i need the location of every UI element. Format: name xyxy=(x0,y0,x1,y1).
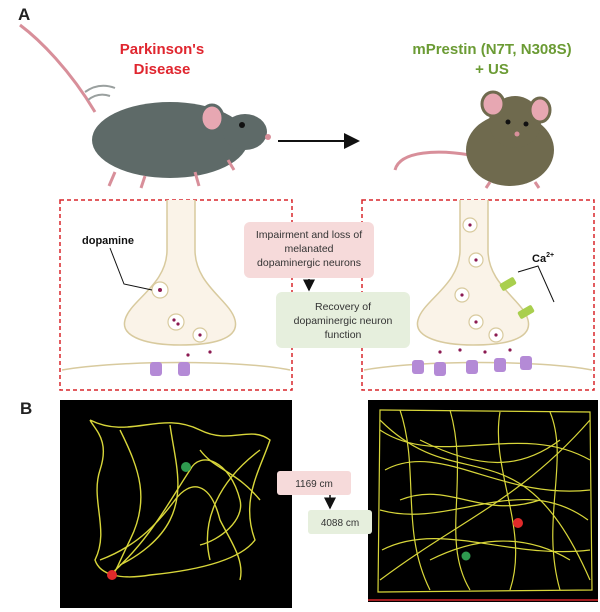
right-track-panel xyxy=(368,400,598,602)
left-condition-line1: Parkinson's xyxy=(120,41,204,58)
right-condition-line2: + US xyxy=(475,61,509,78)
right-distance-value: 4088 cm xyxy=(321,518,359,529)
impairment-line2: melanated xyxy=(284,243,333,255)
calcium-label: Ca2+ xyxy=(532,252,554,265)
dopamine-pointer xyxy=(109,247,153,291)
dopamine-label: dopamine xyxy=(82,235,134,247)
left-start-marker xyxy=(181,462,191,472)
right-start-marker xyxy=(461,551,471,561)
impairment-line3: dopaminergic neurons xyxy=(257,257,361,269)
panel-a-label: A xyxy=(18,5,30,24)
right-condition-line1: mPrestin (N7T, N308S) xyxy=(412,41,571,58)
recovery-line1: Recovery of xyxy=(315,301,371,313)
left-distance-box xyxy=(277,471,351,495)
recovery-line3: function xyxy=(325,329,362,341)
right-synapse-diagram xyxy=(363,200,593,376)
mouse-treated-icon xyxy=(393,90,554,189)
mouse-parkinsons-icon xyxy=(19,23,271,189)
left-locomotion-track xyxy=(89,419,271,581)
right-end-marker xyxy=(513,518,523,528)
panel-b-label: B xyxy=(20,399,32,418)
right-locomotion-track xyxy=(377,409,593,593)
left-condition-line2: Disease xyxy=(134,61,191,78)
recovery-box xyxy=(276,292,410,348)
left-end-marker xyxy=(107,570,117,580)
impairment-line1: Impairment and loss of xyxy=(256,229,362,241)
recovery-line2: dopaminergic neuron xyxy=(294,315,393,327)
left-distance-value: 1169 cm xyxy=(295,479,333,490)
right-distance-box xyxy=(308,510,372,534)
left-synapse-diagram xyxy=(61,200,291,376)
impairment-box xyxy=(244,222,374,278)
calcium-pointer xyxy=(517,265,555,303)
